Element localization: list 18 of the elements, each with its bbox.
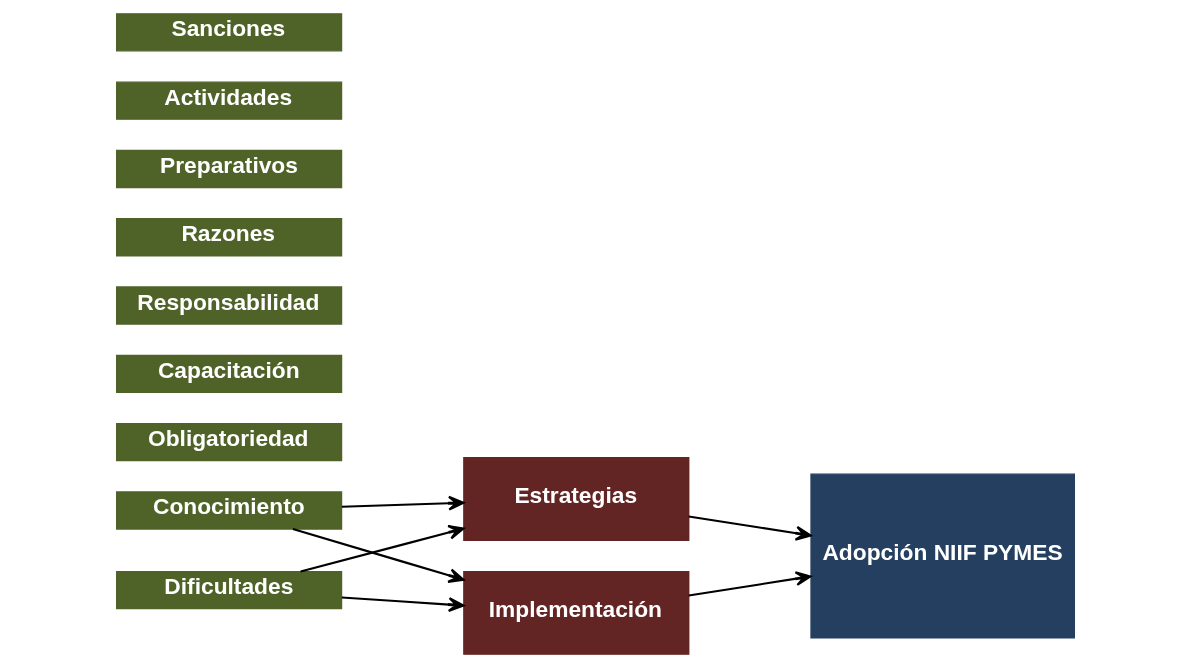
node-box: Dificultades <box>116 570 343 610</box>
node-box: Implementación <box>463 570 690 655</box>
node-box: Adopción NIIF PYMES <box>810 473 1075 639</box>
node-box: Obligatoriedad <box>116 422 343 462</box>
arrow <box>341 495 465 511</box>
arrow <box>688 515 812 541</box>
node-box: Conocimiento <box>116 491 343 530</box>
node-box: Estrategias <box>463 457 690 542</box>
node-box: Responsabilidad <box>116 286 343 325</box>
arrow <box>292 527 465 583</box>
node-box: Capacitación <box>116 354 343 394</box>
node-box: Actividades <box>116 81 343 120</box>
node-box: Preparativos <box>116 149 343 189</box>
arrow <box>300 524 465 573</box>
arrow <box>341 596 465 613</box>
node-box: Razones <box>116 218 343 257</box>
node-box: Sanciones <box>116 13 343 52</box>
arrow <box>688 571 812 597</box>
